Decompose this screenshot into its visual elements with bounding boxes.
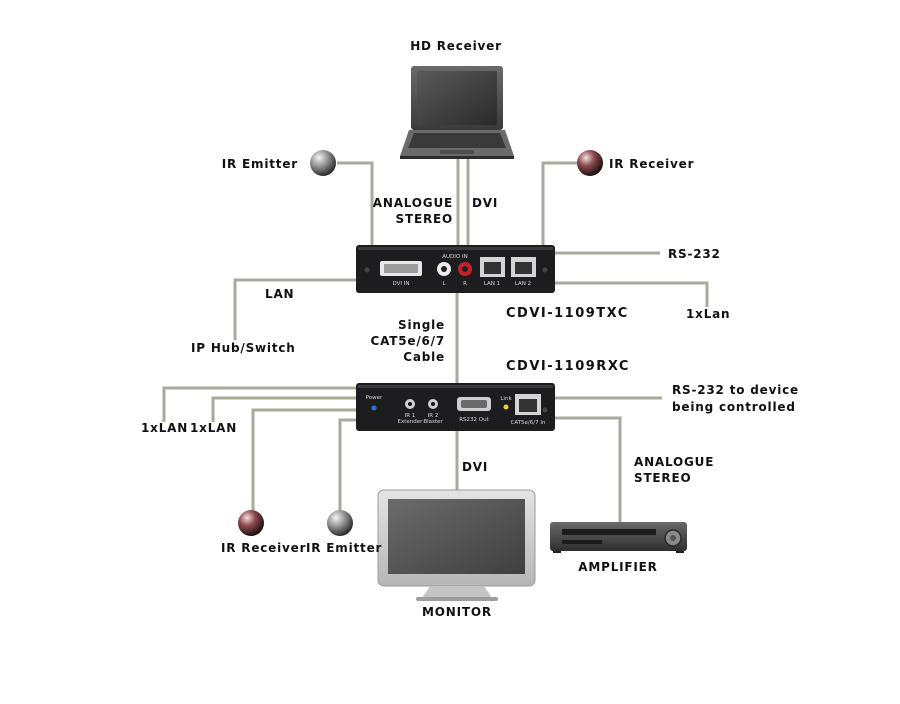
- dvi-top-label: DVI: [472, 196, 499, 210]
- cable-ir-emitter-top: [337, 161, 374, 258]
- tx-l-text: L: [442, 281, 446, 287]
- ip-hub-label: IP Hub/Switch: [191, 341, 296, 355]
- tx-lan2-text: LAN 2: [515, 281, 531, 287]
- ir-receiver-bottom-label: IR Receiver: [221, 541, 307, 555]
- rs232-top-label: RS-232: [668, 247, 721, 261]
- rx-device: [356, 383, 555, 431]
- stereo-top-label: STEREO: [395, 212, 453, 226]
- 1xlan-left-label-1: 1xLAN: [141, 421, 189, 435]
- 1xlan-top-label: 1xLan: [686, 307, 731, 321]
- analogue-top-label: ANALOGUE: [372, 196, 453, 210]
- tx-model-label: CDVI-1109TXC: [506, 306, 629, 321]
- cable-label-1: Single: [398, 318, 445, 332]
- rx-cat-in-text: CAT5e/6/7 In: [511, 420, 546, 426]
- 1xlan-left-label-2: 1xLAN: [190, 421, 238, 435]
- rx-ir2-text: IR 2: [428, 413, 439, 419]
- ir-emitter-bottom-label: IR Emitter: [306, 541, 383, 555]
- cable-ir-receiver-bottom: [251, 408, 360, 520]
- ir-emitter-top-icon: [310, 150, 336, 176]
- tx-audio-in-text: AUDIO IN: [442, 254, 467, 260]
- hd-receiver-label: HD Receiver: [410, 39, 502, 53]
- cable-1xlan-top: [552, 281, 709, 307]
- rx-ir2-sub-text: Blaster: [423, 419, 443, 425]
- rx-ir1-text: IR 1: [405, 413, 416, 419]
- amplifier-icon: [550, 522, 687, 553]
- tx-device: [356, 245, 555, 293]
- monitor-icon: [377, 489, 536, 601]
- rx-model-label: CDVI-1109RXC: [506, 359, 630, 374]
- rx-link-text: Link: [500, 396, 512, 402]
- amplifier-label: AMPLIFIER: [578, 560, 658, 574]
- tx-dvi-in-text: DVI IN: [392, 281, 409, 287]
- cable-analogue-bottom: [552, 416, 622, 525]
- rs232-device-label-2: being controlled: [672, 400, 796, 414]
- ir-receiver-top-icon: [577, 150, 603, 176]
- rx-power-text: Power: [366, 395, 383, 401]
- cable-1xlan-left-1: [162, 386, 360, 422]
- rx-ir1-sub-text: Extender: [398, 419, 424, 425]
- dvi-bottom-label: DVI: [462, 460, 489, 474]
- cables: [162, 158, 709, 525]
- monitor-label: MONITOR: [422, 605, 492, 619]
- tx-lan1-text: LAN 1: [484, 281, 500, 287]
- ir-emitter-bottom-icon: [327, 510, 353, 536]
- cable-ir-emitter-bottom: [338, 418, 360, 520]
- lan-label: LAN: [265, 287, 295, 301]
- rs232-device-label-1: RS-232 to device: [672, 383, 799, 397]
- tx-r-text: R: [463, 281, 467, 287]
- rx-rs232-out-text: RS232 Out: [459, 417, 489, 423]
- laptop-icon: [400, 66, 514, 159]
- power-led: [371, 405, 377, 411]
- ir-receiver-bottom-icon: [238, 510, 264, 536]
- link-led: [503, 404, 509, 410]
- cable-ir-receiver-top: [541, 161, 590, 258]
- cable-lan: [233, 278, 360, 340]
- analogue-bottom-label: ANALOGUE: [634, 455, 715, 469]
- ir-receiver-top-label: IR Receiver: [609, 157, 695, 171]
- cable-1xlan-left-2: [211, 396, 360, 422]
- cable-label-2: CAT5e/6/7: [370, 334, 445, 348]
- cable-label-3: Cable: [403, 350, 445, 364]
- ir-emitter-top-label: IR Emitter: [221, 157, 298, 171]
- stereo-bottom-label: STEREO: [634, 471, 692, 485]
